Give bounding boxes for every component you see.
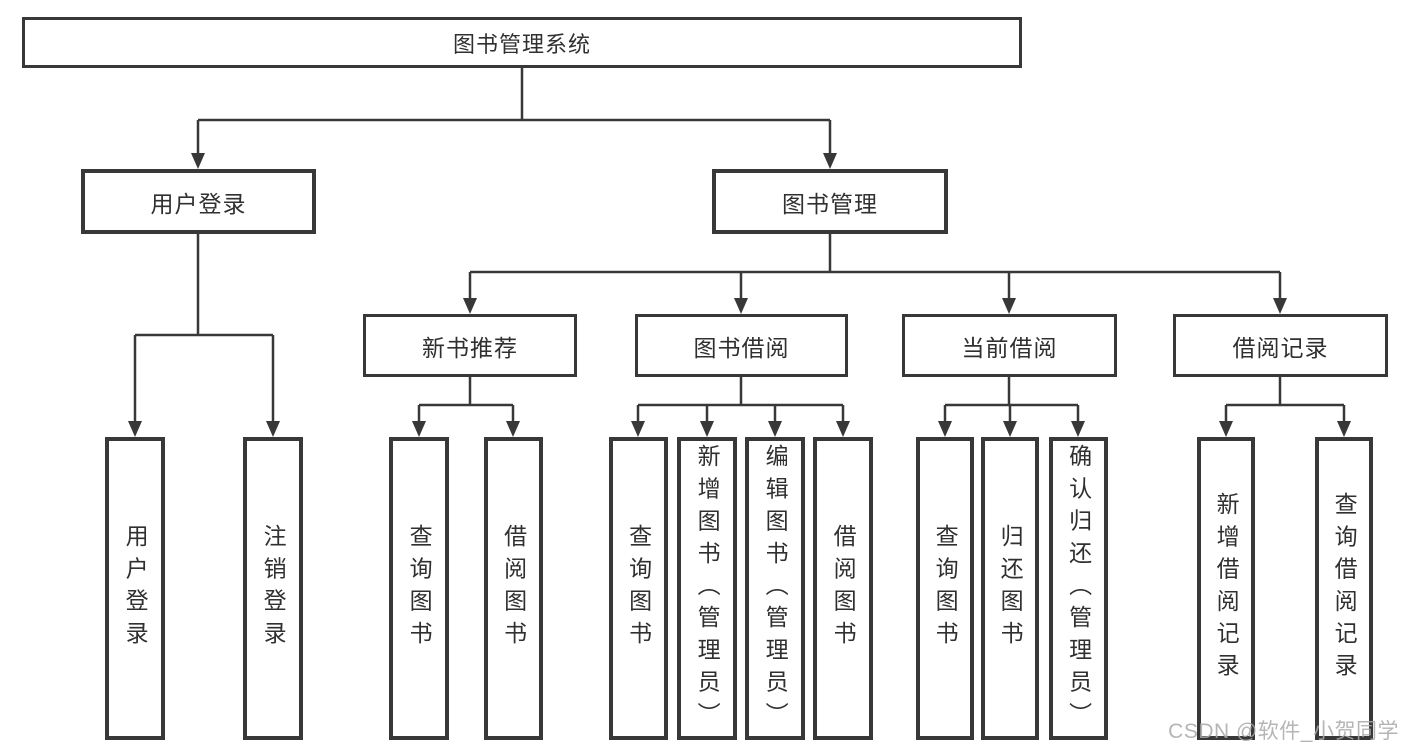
leaf-query-borrow-record: 查询借阅记录 — [1315, 437, 1373, 740]
node-borrowing-records: 借阅记录 — [1173, 314, 1388, 377]
leaf-label: 注销登录 — [260, 524, 287, 653]
leaf-logout: 注销登录 — [243, 437, 303, 740]
leaf-borrow-books-recommend: 借阅图书 — [484, 437, 543, 740]
node-label: 图书管理系统 — [452, 31, 591, 57]
node-current-borrowing: 当前借阅 — [902, 314, 1117, 377]
leaf-label: 查询图书 — [406, 524, 433, 653]
leaf-query-books-recommend: 查询图书 — [389, 437, 449, 740]
node-label: 新书推荐 — [422, 334, 518, 361]
node-label: 图书借阅 — [693, 334, 790, 361]
csdn-watermark: CSDN @软件_小贺同学 — [1168, 720, 1399, 743]
leaf-label: 用户登录 — [122, 524, 149, 653]
leaf-user-login: 用户登录 — [105, 437, 165, 740]
leaf-label: 借阅图书 — [830, 524, 857, 653]
leaf-label: 编辑图书（管理员） — [762, 443, 789, 734]
leaf-label: 确认归还（管理员） — [1065, 443, 1092, 734]
leaf-label: 借阅图书 — [500, 524, 527, 653]
leaf-query-books-borrow: 查询图书 — [609, 437, 668, 740]
leaf-label: 查询借阅记录 — [1331, 491, 1358, 686]
leaf-edit-book-admin: 编辑图书（管理员） — [745, 437, 805, 740]
leaf-label: 新增借阅记录 — [1213, 491, 1240, 686]
leaf-return-book: 归还图书 — [981, 437, 1039, 740]
node-book-borrowing: 图书借阅 — [635, 314, 848, 377]
node-label: 用户登录 — [150, 190, 247, 217]
leaf-borrow-books: 借阅图书 — [813, 437, 873, 740]
node-label: 借阅记录 — [1232, 334, 1329, 361]
leaf-add-borrow-record: 新增借阅记录 — [1197, 437, 1255, 740]
node-label: 当前借阅 — [961, 334, 1058, 361]
leaf-label: 新增图书（管理员） — [694, 443, 721, 734]
leaf-add-book-admin: 新增图书（管理员） — [677, 437, 737, 740]
node-label: 图书管理 — [782, 190, 878, 217]
node-user-login: 用户登录 — [81, 169, 316, 234]
node-library-management-system: 图书管理系统 — [22, 17, 1022, 68]
leaf-label: 归还图书 — [997, 524, 1024, 653]
leaf-query-books-current: 查询图书 — [916, 437, 974, 740]
leaf-confirm-return-admin: 确认归还（管理员） — [1049, 437, 1108, 740]
arrowheads — [128, 153, 1351, 437]
leaf-label: 查询图书 — [625, 524, 652, 653]
node-new-book-recommendation: 新书推荐 — [363, 314, 577, 377]
leaf-label: 查询图书 — [932, 524, 959, 653]
node-book-management: 图书管理 — [712, 169, 948, 234]
